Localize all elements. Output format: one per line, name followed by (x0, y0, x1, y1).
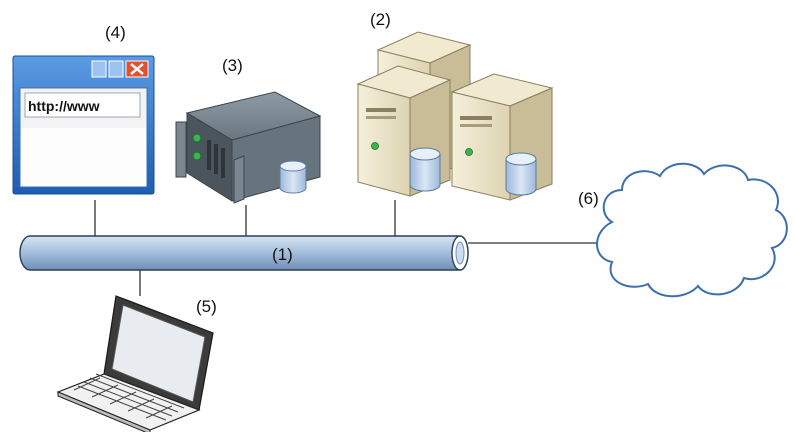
label-browser: (4) (105, 23, 126, 42)
close-icon (125, 60, 149, 78)
database-icon (279, 160, 307, 194)
minimize-icon (91, 60, 107, 78)
label-storage-server: (3) (222, 56, 243, 75)
connector-lines (94, 200, 604, 296)
label-laptop: (5) (196, 297, 217, 316)
cloud-icon (596, 162, 788, 298)
database-icon (409, 147, 441, 192)
rack-server-icon (175, 91, 322, 204)
network-bus (19, 235, 469, 271)
browser-address-text: http://www (28, 98, 100, 114)
tower-server-cluster-icon (356, 31, 554, 201)
browser-window-icon: http://www (12, 55, 155, 195)
laptop-icon (56, 295, 214, 432)
label-bus: (1) (272, 245, 293, 264)
maximize-icon (108, 60, 124, 78)
label-cloud: (6) (578, 189, 599, 208)
label-servers: (2) (370, 10, 391, 29)
database-icon (505, 152, 537, 196)
